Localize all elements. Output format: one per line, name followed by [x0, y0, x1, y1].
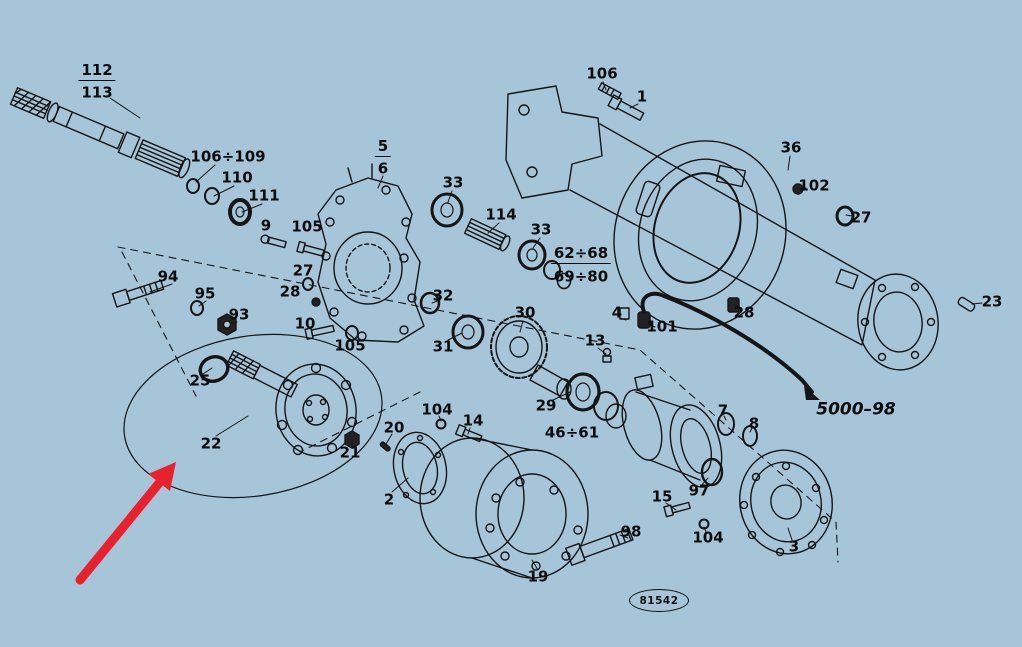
part-label-22: 22: [200, 434, 222, 453]
part-label-62÷68: 62÷68: [550, 246, 612, 264]
lower-bolts: [565, 501, 710, 566]
part-label-8: 8: [748, 414, 760, 433]
part-label-106÷109: 106÷109: [190, 147, 266, 166]
part-label-5: 5: [374, 139, 392, 157]
part-label-104: 104: [421, 400, 453, 419]
part-label-14: 14: [462, 411, 484, 430]
axle-shaft: [9, 87, 191, 179]
leader-lines: [109, 81, 983, 571]
wheel-carrier: [621, 373, 758, 488]
part-label-98: 98: [620, 522, 642, 541]
part-label-30: 30: [514, 303, 536, 322]
part-label-94: 94: [157, 267, 179, 286]
part-label-15: 15: [651, 487, 673, 506]
top-bolts: [597, 82, 645, 121]
part-label-3: 3: [788, 537, 800, 556]
shaft-rings: [186, 178, 252, 226]
mid-hardware: [435, 418, 483, 443]
part-label-13: 13: [584, 331, 606, 350]
axle-housing: [505, 85, 976, 371]
part-label-105: 105: [291, 217, 323, 236]
left-hardware: [111, 279, 237, 336]
part-label-10: 10: [294, 314, 316, 333]
part-label-6: 6: [377, 159, 389, 178]
part-label-25: 25: [189, 371, 211, 390]
part-label-33: 33: [530, 220, 552, 239]
part-label-27: 27: [292, 261, 314, 280]
part-label-20: 20: [383, 418, 405, 437]
part-label-28: 28: [733, 303, 755, 322]
part-label-114: 114: [485, 205, 517, 224]
breather-pipe: [602, 291, 820, 400]
part-label-9: 9: [260, 216, 272, 235]
dashed-boundary: [117, 246, 839, 563]
part-label-95: 95: [194, 284, 216, 303]
part-label-111: 111: [248, 186, 280, 205]
part-label-21: 21: [339, 443, 361, 462]
part-label-97: 97: [688, 481, 710, 500]
part-label-5000–98: 5000–98: [816, 399, 896, 420]
figure-code-badge: 81542: [629, 589, 689, 612]
part-label-32: 32: [432, 286, 454, 305]
highlighted-hub-group: [123, 333, 391, 499]
part-label-19: 19: [527, 567, 549, 586]
part-label-102: 102: [798, 176, 830, 195]
part-label-33: 33: [442, 173, 464, 192]
part-label-1: 1: [636, 87, 648, 106]
part-label-112: 112: [78, 63, 116, 81]
part-label-46÷61: 46÷61: [544, 423, 600, 442]
part-label-106: 106: [586, 64, 618, 83]
part-label-7: 7: [717, 401, 729, 420]
part-label-28: 28: [279, 282, 301, 301]
part-label-93: 93: [228, 305, 250, 324]
red-callout-arrow: [75, 462, 176, 585]
part-label-31: 31: [432, 337, 454, 356]
part-label-2: 2: [383, 490, 395, 509]
part-label-4: 4: [611, 303, 623, 322]
part-label-29: 29: [535, 396, 557, 415]
wheel-hub: [739, 449, 833, 557]
part-label-101: 101: [646, 317, 678, 336]
part-label-105: 105: [334, 336, 366, 355]
part-label-36: 36: [780, 138, 802, 157]
cover-plate: [392, 431, 448, 505]
pinion-train: [419, 192, 627, 429]
part-label-69÷80: 69÷80: [553, 267, 609, 286]
part-label-104: 104: [692, 528, 724, 547]
part-label-27: 27: [850, 208, 872, 227]
part-label-23: 23: [981, 292, 1003, 311]
carrier-hardware: [260, 234, 359, 341]
part-label-110: 110: [221, 168, 253, 187]
part-label-113: 113: [81, 83, 113, 102]
carrier-housing: [317, 163, 425, 343]
